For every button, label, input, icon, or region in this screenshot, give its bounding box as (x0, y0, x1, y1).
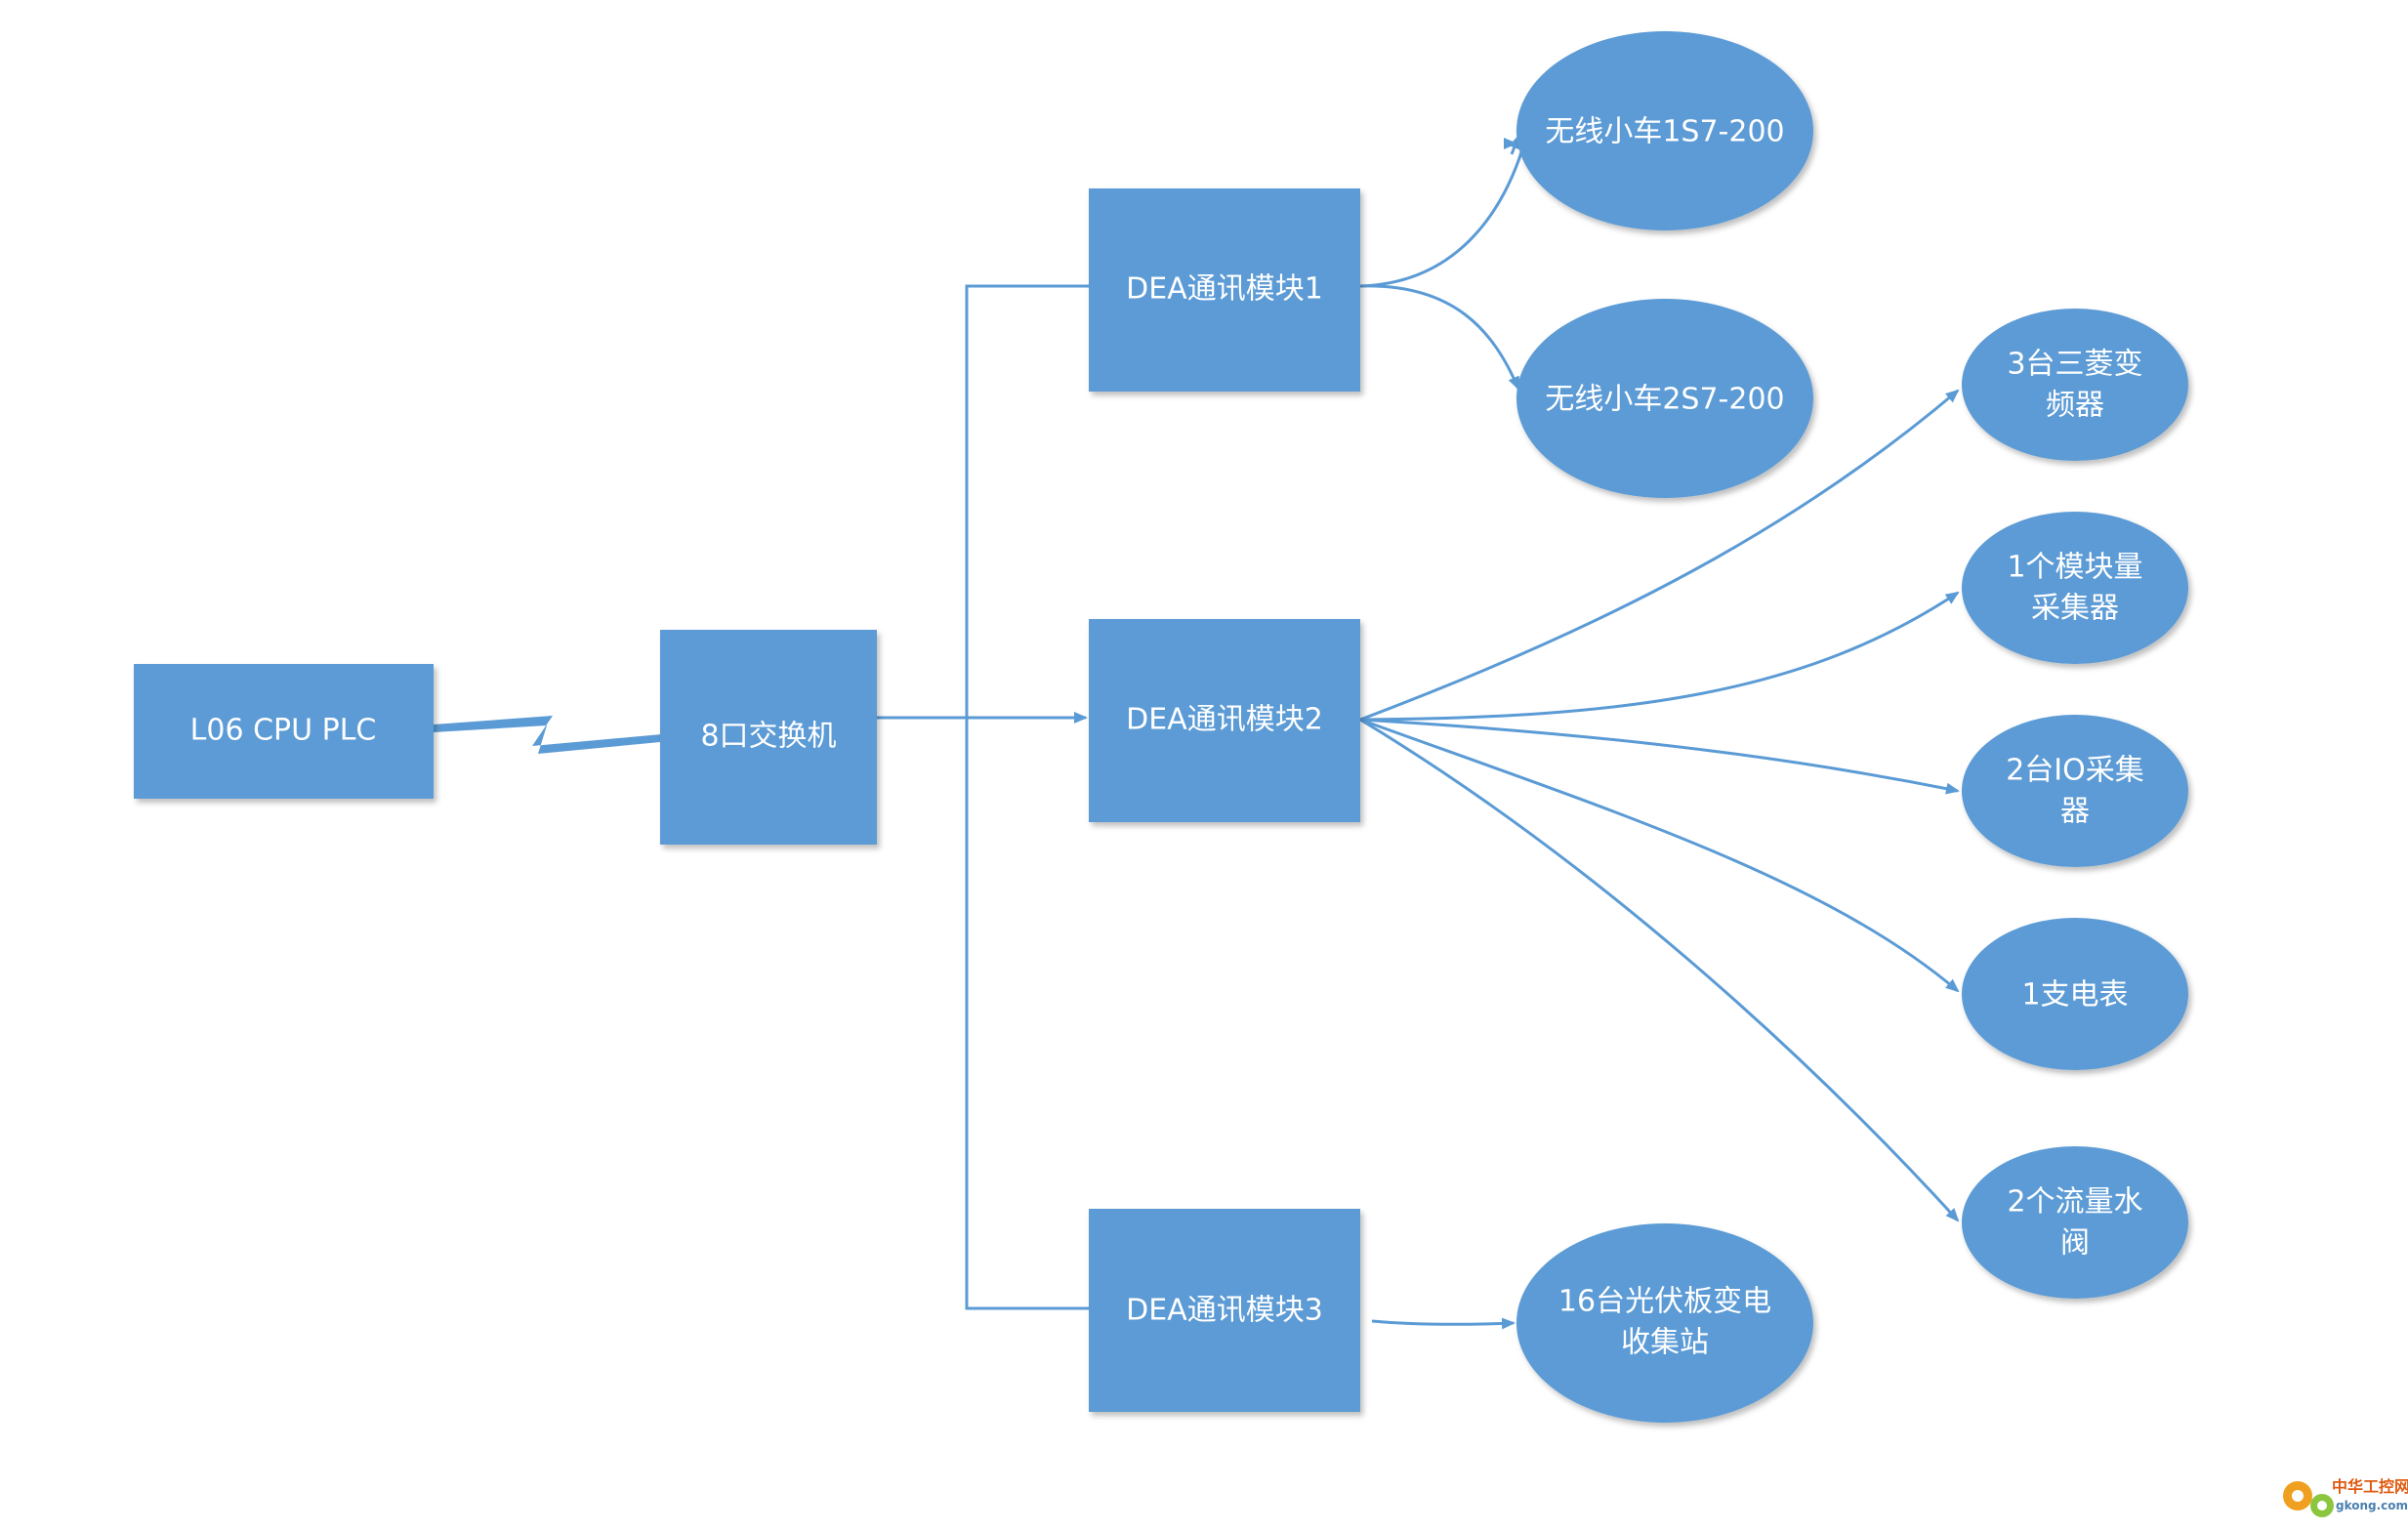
node-plc: L06 CPU PLC (134, 664, 434, 799)
watermark: 中华工控网 gkong.com (2283, 1477, 2408, 1517)
edge-plc-switch (434, 716, 662, 754)
edge-dea1-car2 (1359, 284, 1520, 391)
node-inverter-label-2: 频器 (2046, 389, 2104, 423)
node-pv: 16台光伏板变电 收集站 (1516, 1223, 1813, 1423)
node-dea1: DEA通讯模块1 (1089, 188, 1360, 392)
node-dea3-label: DEA通讯模块3 (1126, 1294, 1323, 1328)
node-plc-label: L06 CPU PLC (190, 714, 377, 748)
edge-dea2-inverter (1359, 389, 1960, 722)
node-io-label-2: 器 (2060, 795, 2090, 829)
node-car2: 无线小车2S7-200 (1516, 299, 1813, 498)
node-switch: 8口交换机 (660, 630, 877, 845)
node-inverter: 3台三菱变 频器 (1962, 309, 2188, 461)
edge-dea3-pv (1371, 1317, 1515, 1330)
node-valve: 2个流量水 阀 (1962, 1146, 2188, 1299)
node-inverter-label-1: 3台三菱变 (2007, 348, 2142, 382)
edge-dea2-meter (1359, 718, 1960, 993)
node-dea2: DEA通讯模块2 (1089, 619, 1360, 822)
node-analog: 1个模块量 采集器 (1962, 512, 2188, 664)
gear-icon (2283, 1481, 2334, 1517)
node-car1-label: 无线小车1S7-200 (1545, 115, 1784, 149)
node-car2-label: 无线小车2S7-200 (1545, 383, 1784, 417)
node-pv-label-2: 收集站 (1621, 1326, 1709, 1360)
node-pv-label-1: 16台光伏板变电 (1558, 1285, 1771, 1319)
node-valve-label-1: 2个流量水 (2007, 1185, 2142, 1220)
node-io-label-1: 2台IO采集 (2006, 754, 2144, 788)
nodes: L06 CPU PLC 8口交换机 DEA通讯模块1 DEA通讯模块2 DEA通… (134, 31, 2188, 1423)
edge-dea1-car1 (1359, 138, 1525, 288)
node-analog-label-2: 采集器 (2031, 592, 2119, 626)
node-dea3: DEA通讯模块3 (1089, 1209, 1360, 1412)
edge-dea2-analog (1359, 591, 1960, 722)
watermark-line1: 中华工控网 (2332, 1477, 2408, 1496)
edge-dea2-valve (1359, 718, 1960, 1222)
edge-switch-dea1 (877, 284, 1089, 720)
edge-switch-dea3 (965, 718, 1089, 1310)
node-analog-label-1: 1个模块量 (2007, 551, 2142, 585)
node-io: 2台IO采集 器 (1962, 715, 2188, 867)
node-dea2-label: DEA通讯模块2 (1126, 703, 1323, 737)
edges (434, 135, 1960, 1330)
node-meter: 1支电表 (1962, 918, 2188, 1070)
node-valve-label-2: 阀 (2060, 1226, 2090, 1261)
edge-dea2-io (1359, 718, 1960, 795)
node-switch-label: 8口交换机 (700, 720, 836, 754)
watermark-line2: gkong.com (2336, 1499, 2408, 1512)
node-meter-label: 1支电表 (2021, 978, 2128, 1013)
node-dea1-label: DEA通讯模块1 (1126, 272, 1323, 307)
node-car1: 无线小车1S7-200 (1516, 31, 1813, 230)
